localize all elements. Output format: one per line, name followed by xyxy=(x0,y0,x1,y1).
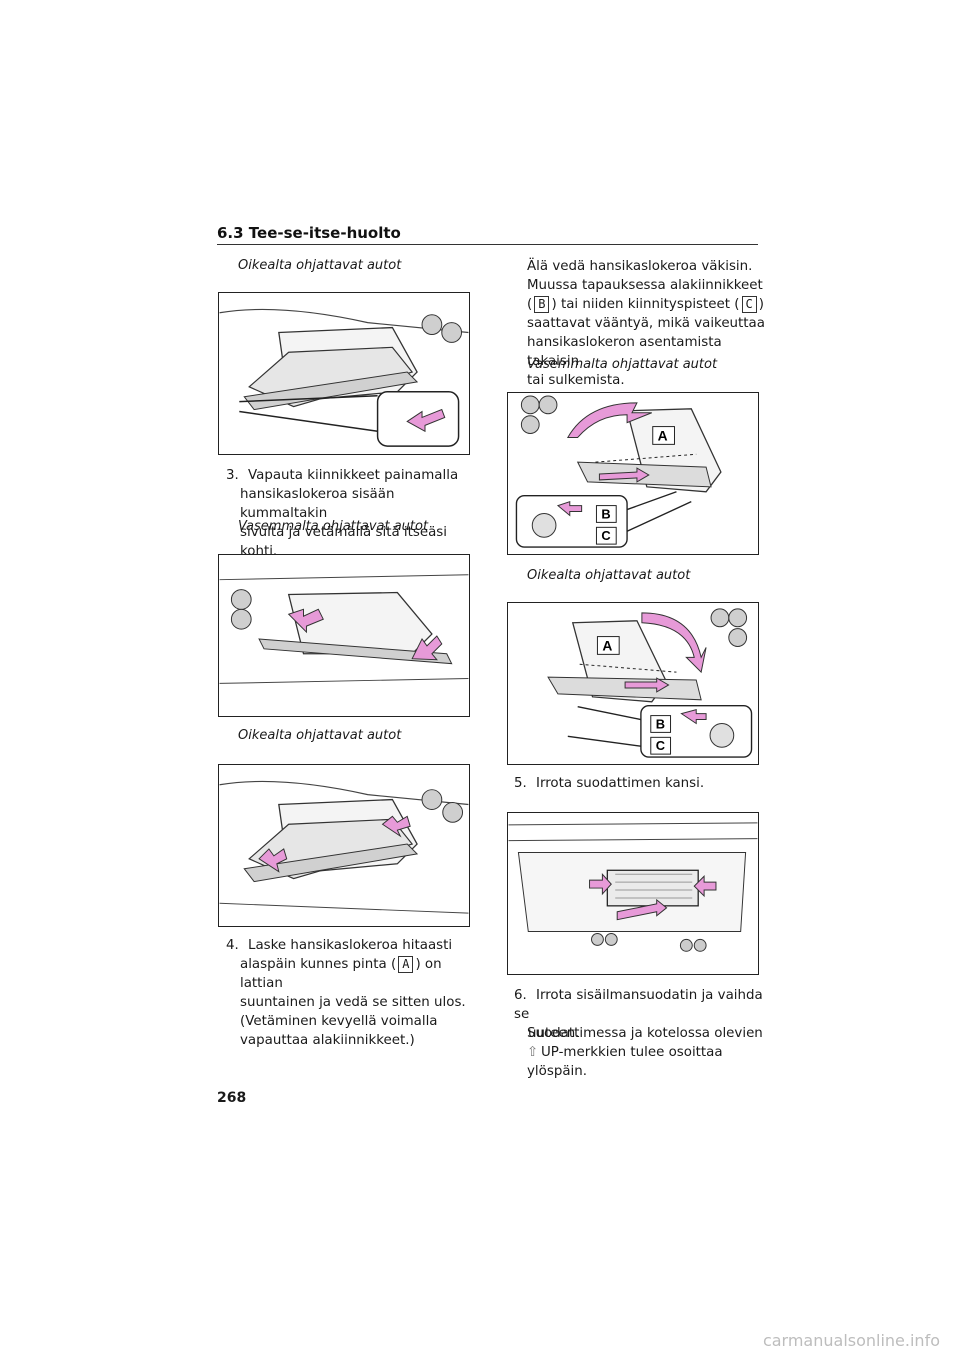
figure2-label-c: C xyxy=(656,738,665,753)
note-line-3: ylöspäin. xyxy=(527,1064,587,1079)
step-4-line-2a: alaspäin kunnes pinta ( xyxy=(240,957,397,972)
warning-line-6: tai sulkemista. xyxy=(527,373,625,388)
note-line-2: UP-merkkien tulee osoittaa xyxy=(541,1045,723,1060)
up-note: Suodattimessa ja kotelossa olevien ⇧UP-m… xyxy=(527,1024,767,1081)
step-4-line-3: suuntainen ja vedä se sitten ulos. xyxy=(240,995,466,1010)
warning-line-2: Muussa tapauksessa alakiinnikkeet xyxy=(527,278,763,293)
caption-lhd-2: Vasemmalta ohjattavat autot xyxy=(527,357,718,372)
step-4: 4. Laske hansikaslokeroa hitaasti alaspäi… xyxy=(226,936,486,1050)
caption-rhd-1: Oikealta ohjattavat autot xyxy=(238,258,402,273)
step-6: 6.Irrota sisäilmansuodatin ja vaihda se … xyxy=(514,986,764,1043)
figure-label-a: A xyxy=(658,427,668,443)
header-divider xyxy=(217,244,758,245)
watermark: carmanualsonline.info xyxy=(762,1331,940,1350)
warning-line-3c: ) xyxy=(758,297,764,312)
figure-lhd-glovebox-lower: A B C xyxy=(507,392,759,555)
figure-filter-cover xyxy=(507,812,759,975)
figure2-label-a: A xyxy=(602,637,612,653)
note-line-1: Suodattimessa ja kotelossa olevien xyxy=(527,1026,763,1041)
section-title: 6.3 Tee-se-itse-huolto xyxy=(217,224,401,242)
figure-label-b: B xyxy=(601,506,610,521)
step-4-line-2b: ) on lattian xyxy=(240,957,442,991)
figure-label-c: C xyxy=(601,528,610,543)
figure-rhd-glovebox-press xyxy=(218,764,470,927)
filter-cover-illustration xyxy=(508,822,758,952)
step-4-number: 4. xyxy=(226,938,239,953)
step-6-line-2: uuteen. xyxy=(528,1026,580,1041)
step-6-number: 6. xyxy=(514,988,527,1003)
step-3: 3. Vapauta kiinnikkeet painamalla hansika… xyxy=(226,466,476,561)
step-4-line-1: Laske hansikaslokeroa hitaasti xyxy=(248,938,453,953)
glovebox-illustration-lhd xyxy=(219,574,469,684)
figure2-label-b: B xyxy=(656,716,665,731)
figure-rhd-glovebox-release xyxy=(218,292,470,455)
warning-line-3b: ) tai niiden kiinnityspisteet ( xyxy=(551,297,740,312)
warning-line-4: saattavat vääntyä, mikä vaikeuttaa xyxy=(527,316,765,331)
glovebox-illustration-press xyxy=(219,780,469,914)
up-arrow-icon: ⇧ xyxy=(527,1045,539,1060)
label-a-box: A xyxy=(398,956,414,973)
glovebox-lower-lhd: A B C xyxy=(515,395,722,548)
figure-lhd-glovebox-release xyxy=(218,554,470,717)
step-5: 5. Irrota suodattimen kansi. xyxy=(514,774,764,793)
caption-lhd-1: Vasemmalta ohjattavat autot xyxy=(238,519,429,534)
page-number: 268 xyxy=(217,1090,247,1106)
figure-rhd-glovebox-lower: A B C xyxy=(507,602,759,765)
warning-line-1: Älä vedä hansikaslokeroa väkisin. xyxy=(527,259,753,274)
warning-line-5: hansikaslokeron asentamista takaisin xyxy=(527,335,722,369)
glovebox-lower-rhd: A B C xyxy=(547,608,753,758)
caption-rhd-2: Oikealta ohjattavat autot xyxy=(238,728,402,743)
step-6-line-1: Irrota sisäilmansuodatin ja vaihda se xyxy=(514,988,763,1022)
step-5-number: 5. xyxy=(514,776,527,791)
glovebox-illustration xyxy=(219,308,469,447)
warning-text: Älä vedä hansikaslokeroa väkisin. Muussa… xyxy=(527,257,767,390)
warning-line-3a: ( xyxy=(527,297,533,312)
step-4-line-4: (Vetäminen kevyellä voimalla xyxy=(240,1014,438,1029)
step-3-line-2: hansikaslokeroa sisään kummaltakin xyxy=(240,487,395,521)
caption-rhd-3: Oikealta ohjattavat autot xyxy=(527,568,691,583)
step-5-text: Irrota suodattimen kansi. xyxy=(536,776,705,791)
step-3-number: 3. xyxy=(226,468,239,483)
label-b-box: B xyxy=(534,296,550,313)
step-3-line-1: Vapauta kiinnikkeet painamalla xyxy=(248,468,459,483)
step-4-line-5: vapauttaa alakiinnikkeet.) xyxy=(240,1033,415,1048)
label-c-box: C xyxy=(741,296,757,313)
